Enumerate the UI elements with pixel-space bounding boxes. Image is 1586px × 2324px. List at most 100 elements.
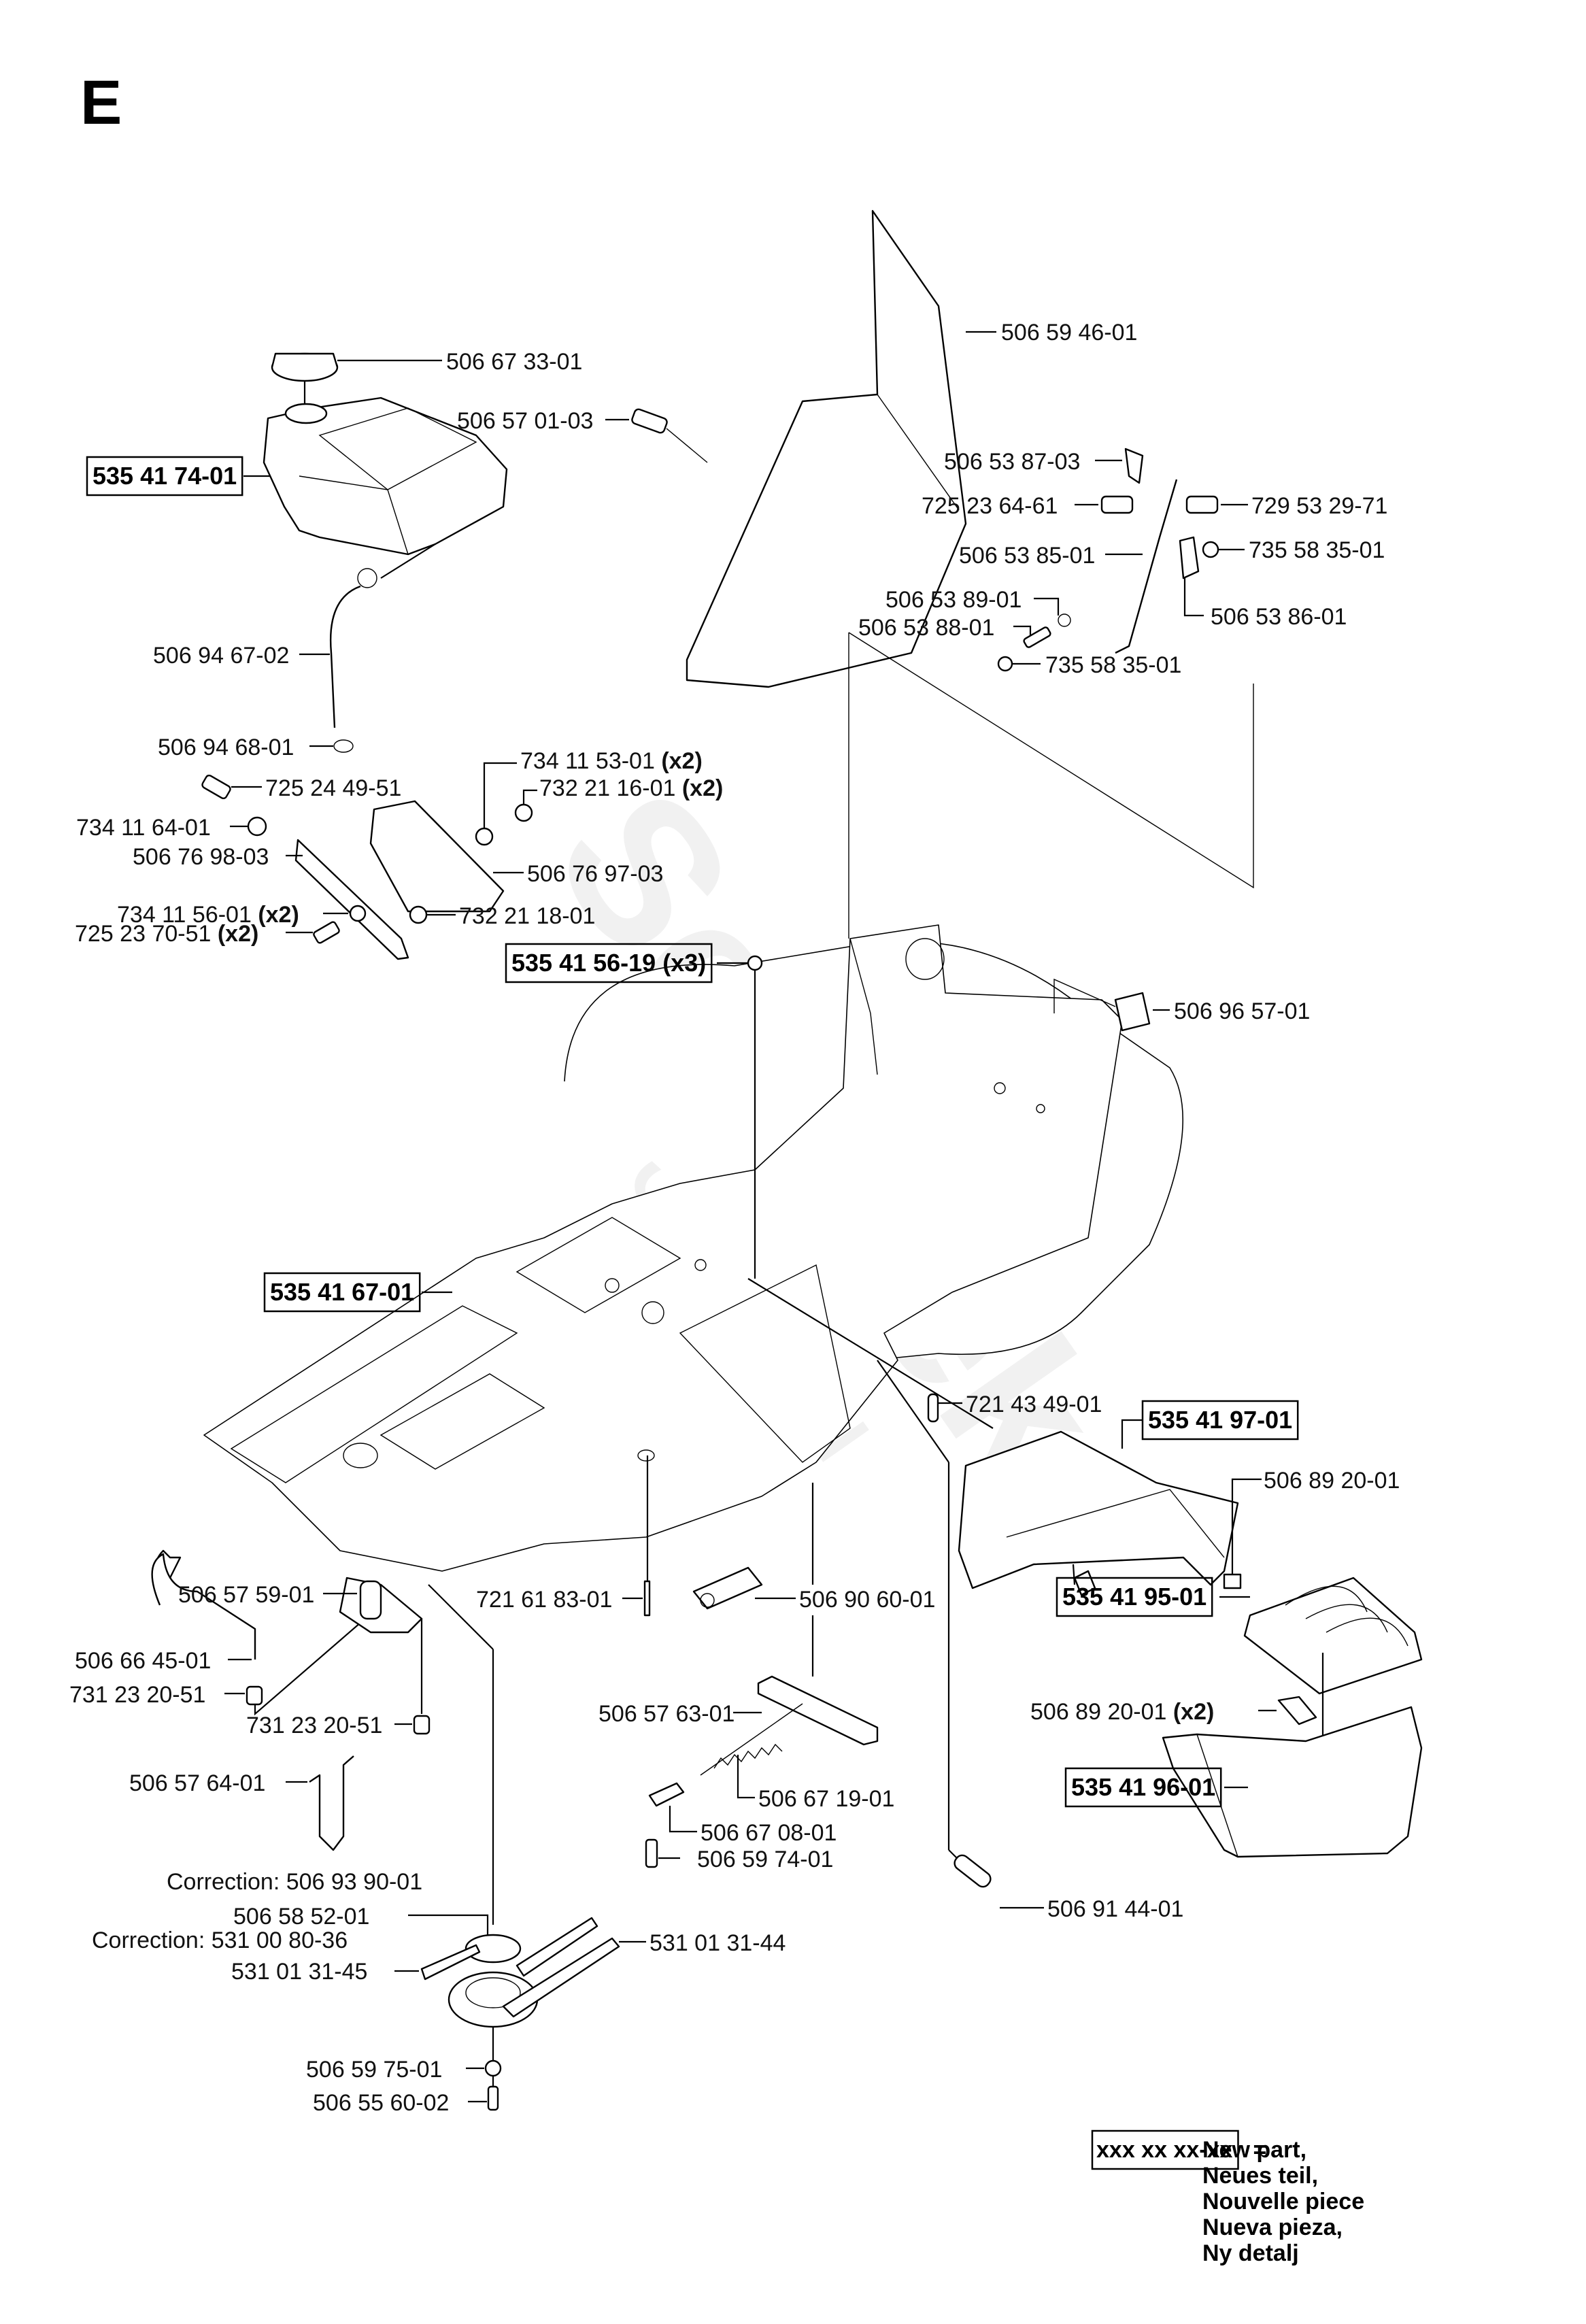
grille-icon[interactable] bbox=[1243, 1577, 1423, 1695]
label-spindle[interactable]: 506 57 59-01 bbox=[178, 1582, 314, 1608]
label-pedal-pin-clip[interactable]: 506 53 89-01 bbox=[885, 587, 1022, 613]
seat-plate-icon[interactable] bbox=[686, 209, 967, 688]
label-bracket-washer-x2[interactable]: 734 11 53-01 (x2) bbox=[520, 748, 703, 774]
bracket-washer2-x2-icon[interactable] bbox=[349, 905, 367, 922]
label-bracket-nut2[interactable]: 732 21 18-01 bbox=[459, 903, 595, 929]
clip-nut-x2-icon[interactable] bbox=[1277, 1696, 1317, 1725]
idler-spring-icon[interactable] bbox=[692, 1566, 763, 1610]
label-bracket-plate[interactable]: 506 57 63-01 bbox=[598, 1701, 735, 1727]
label-hood[interactable]: 535 41 96-01 bbox=[1071, 1773, 1215, 1801]
bracket-washer-icon[interactable] bbox=[247, 816, 267, 837]
label-rod[interactable]: 506 57 64-01 bbox=[129, 1770, 265, 1796]
bracket-right-icon[interactable] bbox=[369, 800, 505, 913]
label-clip-nut[interactable]: 506 89 20-01 bbox=[1264, 1468, 1400, 1494]
label-bumper-pad[interactable]: 506 96 57-01 bbox=[1174, 998, 1310, 1024]
label-correction-1[interactable]: Correction: 506 93 90-01 bbox=[167, 1869, 422, 1895]
link-bolt-icon[interactable] bbox=[645, 1838, 658, 1868]
label-bracket-left[interactable]: 506 76 98-03 bbox=[133, 844, 269, 870]
label-bracket-nut-x2[interactable]: 732 21 16-01 (x2) bbox=[539, 775, 723, 801]
pedal-bracket-icon[interactable] bbox=[1179, 536, 1200, 579]
label-hook-rod[interactable]: 506 66 45-01 bbox=[75, 1648, 211, 1674]
pedal-washer-bottom-icon[interactable] bbox=[997, 656, 1013, 672]
bracket-left-icon[interactable] bbox=[294, 839, 409, 960]
label-screw-x3[interactable]: 535 41 56-19 (x3) bbox=[511, 949, 706, 977]
belt-a-icon[interactable] bbox=[420, 1944, 481, 1981]
clip-nut-top-icon[interactable] bbox=[1223, 1573, 1242, 1589]
rod-icon[interactable] bbox=[309, 1755, 354, 1851]
label-pedal-bracket[interactable]: 506 53 86-01 bbox=[1211, 604, 1347, 630]
label-pedal-bushing[interactable]: 506 53 88-01 bbox=[858, 615, 994, 641]
label-idler-spring[interactable]: 506 90 60-01 bbox=[799, 1587, 935, 1613]
bumper-pad-icon[interactable] bbox=[1114, 992, 1151, 1032]
bracket-bolt-x2-icon[interactable] bbox=[313, 921, 340, 944]
legend: xxx xx xx-xx = New part, Neues teil, Nou… bbox=[1091, 2129, 1364, 2266]
bushing-icon[interactable] bbox=[1023, 626, 1051, 648]
label-grille[interactable]: 535 41 95-01 bbox=[1062, 1583, 1207, 1611]
spring-link-icon[interactable] bbox=[648, 1782, 685, 1807]
pin-icon[interactable] bbox=[952, 1853, 994, 1889]
cotter-pin-icon[interactable] bbox=[643, 1580, 651, 1617]
label-fuel-hose[interactable]: 506 94 67-02 bbox=[153, 643, 289, 669]
label-bracket-right[interactable]: 506 76 97-03 bbox=[527, 861, 663, 887]
screw-icon[interactable] bbox=[747, 955, 763, 971]
pin-clip-icon bbox=[1058, 613, 1071, 627]
hood-icon[interactable] bbox=[1162, 1706, 1423, 1858]
label-chassis[interactable]: 535 41 67-01 bbox=[270, 1278, 414, 1306]
label-spring-link[interactable]: 506 67 08-01 bbox=[701, 1820, 837, 1846]
label-clip-nut-x2[interactable]: 506 89 20-01 (x2) bbox=[1030, 1699, 1214, 1725]
hook-rod-icon[interactable] bbox=[151, 1553, 256, 1660]
label-pedal-bolt-b[interactable]: 729 53 29-71 bbox=[1251, 493, 1387, 519]
label-bracket-washer2-x2[interactable]: 734 11 56-01 (x2) bbox=[117, 902, 299, 928]
roll-pin-icon[interactable] bbox=[927, 1393, 939, 1423]
label-pedal-pad[interactable]: 506 53 87-03 bbox=[944, 449, 1080, 475]
pedal-pad-icon[interactable] bbox=[1124, 448, 1144, 484]
label-pedal-washer-bottom[interactable]: 735 58 35-01 bbox=[1045, 652, 1181, 678]
label-belt-a[interactable]: 531 01 31-45 bbox=[231, 1959, 367, 1985]
label-bracket-bolt-x2[interactable]: 725 23 70-51 (x2) bbox=[75, 921, 258, 947]
pedal-arm-icon[interactable] bbox=[1115, 479, 1178, 654]
label-hose-clamp[interactable]: 506 94 68-01 bbox=[158, 735, 294, 760]
pulley-bolt-icon[interactable] bbox=[487, 2085, 499, 2111]
label-pedal-arm[interactable]: 506 53 85-01 bbox=[959, 543, 1095, 569]
label-pedal-bolt-a[interactable]: 725 23 64-61 bbox=[922, 493, 1058, 519]
spindle-icon[interactable] bbox=[359, 1580, 382, 1620]
label-fuel-cap[interactable]: 506 67 33-01 bbox=[446, 349, 582, 375]
label-pin[interactable]: 506 91 44-01 bbox=[1047, 1896, 1183, 1922]
belt-b-icon[interactable] bbox=[502, 1937, 620, 2018]
bracket-nut-x2-icon[interactable] bbox=[514, 803, 533, 822]
label-nut-a[interactable]: 731 23 20-51 bbox=[69, 1682, 205, 1708]
label-nut-b[interactable]: 731 23 20-51 bbox=[246, 1713, 382, 1738]
label-belt-cover[interactable]: 535 41 97-01 bbox=[1148, 1406, 1292, 1434]
pulley-top-icon[interactable] bbox=[465, 1934, 522, 1964]
label-roll-pin[interactable]: 721 43 49-01 bbox=[966, 1392, 1102, 1417]
fuel-hose-icon[interactable] bbox=[330, 585, 361, 728]
label-correction-2[interactable]: Correction: 531 00 80-36 bbox=[92, 1927, 348, 1953]
pedal-bolt-a-icon[interactable] bbox=[1100, 495, 1134, 514]
pedal-bolt-b-icon[interactable] bbox=[1185, 495, 1219, 514]
label-cotter-pin[interactable]: 721 61 83-01 bbox=[476, 1587, 612, 1613]
label-belt-b[interactable]: 531 01 31-44 bbox=[649, 1930, 786, 1956]
bracket-bolt-icon[interactable] bbox=[201, 774, 232, 800]
pedal-washer-top-icon[interactable] bbox=[1202, 541, 1219, 558]
label-pulley-washer[interactable]: 506 59 75-01 bbox=[306, 2057, 442, 2083]
nut-a-icon[interactable] bbox=[246, 1685, 263, 1706]
seat-bolt-icon[interactable] bbox=[631, 408, 669, 434]
label-pulley-bolt[interactable]: 506 55 60-02 bbox=[313, 2090, 449, 2116]
legend-sample-box bbox=[1091, 2129, 1239, 2170]
label-seat-plate[interactable]: 506 59 46-01 bbox=[1001, 320, 1137, 346]
hose-clamp-icon[interactable] bbox=[333, 739, 354, 753]
label-bracket-washer[interactable]: 734 11 64-01 bbox=[76, 815, 211, 841]
bracket-washer-x2-icon[interactable] bbox=[475, 827, 494, 846]
bracket-nut2-icon[interactable] bbox=[409, 905, 428, 924]
label-bracket-bolt[interactable]: 725 24 49-51 bbox=[265, 775, 401, 801]
bracket-group: 725 24 49-51 734 11 64-01 506 76 98-03 5… bbox=[75, 748, 723, 960]
label-pulley[interactable]: 506 58 52-01 bbox=[233, 1904, 369, 1930]
label-seat-bolt[interactable]: 506 57 01-03 bbox=[457, 408, 593, 434]
label-fuel-tank[interactable]: 535 41 74-01 bbox=[92, 462, 237, 490]
label-link-bolt[interactable]: 506 59 74-01 bbox=[697, 1847, 833, 1872]
pulley-washer-icon[interactable] bbox=[484, 2059, 502, 2077]
label-pedal-washer-top[interactable]: 735 58 35-01 bbox=[1249, 537, 1385, 563]
bracket-plate-icon[interactable] bbox=[757, 1675, 879, 1746]
label-tension-spring[interactable]: 506 67 19-01 bbox=[758, 1786, 894, 1812]
nut-b-icon[interactable] bbox=[413, 1715, 431, 1735]
